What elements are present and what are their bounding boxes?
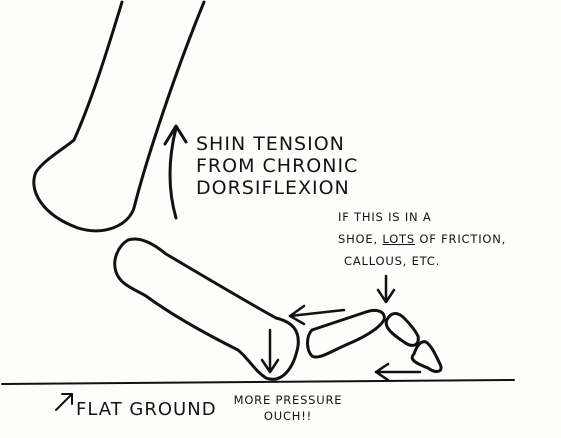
friction-note-line-3: CALLOUS, ETC. <box>344 254 441 269</box>
ground-label: FLAT GROUND <box>76 399 217 420</box>
shin-tension-line-3: DORSIFLEXION <box>196 176 350 199</box>
shin-tension-arrow <box>168 126 178 220</box>
pressure-down-arrowhead <box>260 358 280 374</box>
friction-arrow-upper <box>288 308 346 318</box>
pressure-note-line-1: MORE PRESSURE <box>233 393 343 407</box>
shin-tension-line-2: FROM CHRONIC <box>196 154 359 177</box>
shin-tension-label: SHIN TENSION FROM CHRONIC DORSIFLEXION <box>196 133 359 199</box>
ground-pointer-arrowhead <box>61 393 73 405</box>
pressure-note-line-2: OUCH!! <box>263 409 313 424</box>
shin-tension-arrowhead <box>163 124 188 146</box>
friction-note-line-2-post: OF FRICTION, <box>414 232 507 247</box>
friction-note-line-1: IF THIS IS IN A <box>338 210 432 224</box>
distal-phalanx <box>410 340 443 373</box>
friction-arrow-lower-head <box>374 362 390 382</box>
ground-line <box>1 379 515 385</box>
pressure-note: MORE PRESSURE OUCH!! <box>228 394 348 422</box>
shin-tension-line-1: SHIN TENSION <box>196 133 345 155</box>
friction-note-lots: LOTS <box>382 232 415 247</box>
friction-down-arrowhead <box>376 288 396 304</box>
proximal-phalanx <box>306 308 386 359</box>
shin-bone <box>32 0 206 233</box>
friction-note-line-2-pre: SHOE, <box>338 232 383 247</box>
middle-phalanx <box>384 312 420 347</box>
friction-arrow-upper-head <box>288 304 306 326</box>
ground-pointer-arrow <box>55 393 73 411</box>
friction-note: IF THIS IS IN A SHOE, LOTS OF FRICTION, … <box>338 211 506 267</box>
metatarsal-bone <box>113 237 300 381</box>
friction-note-line-2: SHOE, LOTS OF FRICTION, <box>338 233 506 245</box>
